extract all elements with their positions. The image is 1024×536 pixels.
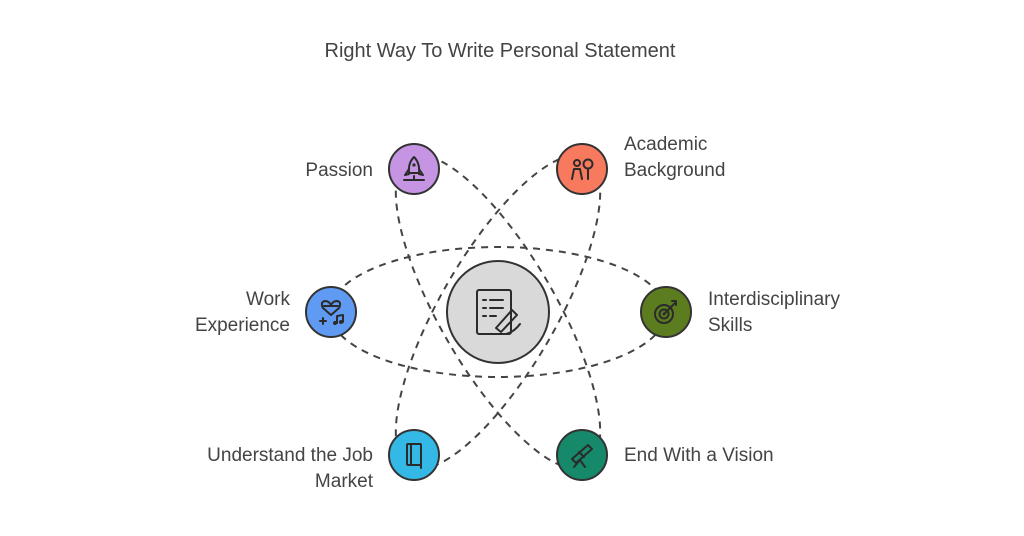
book-icon bbox=[406, 443, 422, 469]
node-label-line: Skills bbox=[708, 315, 752, 336]
center-circle bbox=[446, 260, 550, 364]
writing-pen-document-icon bbox=[476, 289, 521, 335]
node-label-line: Work bbox=[246, 289, 290, 310]
node-academic-background: Academic Background bbox=[556, 134, 725, 195]
node-label-line: Experience bbox=[195, 315, 290, 336]
node-label-line: Background bbox=[624, 160, 725, 181]
heart-music-icon bbox=[319, 300, 344, 325]
node-label-line: Passion bbox=[305, 160, 373, 181]
node-label-line: Interdisciplinary bbox=[708, 289, 840, 310]
people-location-icon bbox=[571, 158, 594, 180]
node-label-line: Market bbox=[315, 471, 374, 492]
node-circle bbox=[556, 143, 608, 195]
node-interdisciplinary-skills: Interdisciplinary Skills bbox=[640, 286, 840, 338]
node-passion: Passion bbox=[305, 143, 440, 195]
telescope-icon bbox=[571, 444, 593, 468]
node-understand-job-market: Understand the Job Market bbox=[207, 429, 440, 492]
target-arrow-icon bbox=[654, 300, 677, 324]
node-end-with-vision: End With a Vision bbox=[556, 429, 774, 481]
center-node bbox=[446, 260, 550, 364]
node-circle bbox=[305, 286, 357, 338]
diagram-title: Right Way To Write Personal Statement bbox=[324, 40, 676, 62]
node-label-line: Academic bbox=[624, 134, 707, 155]
rocket-launch-icon bbox=[403, 156, 425, 181]
node-circle bbox=[388, 143, 440, 195]
node-circle bbox=[388, 429, 440, 481]
node-work-experience: Work Experience bbox=[195, 286, 357, 338]
node-label-line: End With a Vision bbox=[624, 445, 774, 466]
node-label-line: Understand the Job bbox=[207, 445, 373, 466]
